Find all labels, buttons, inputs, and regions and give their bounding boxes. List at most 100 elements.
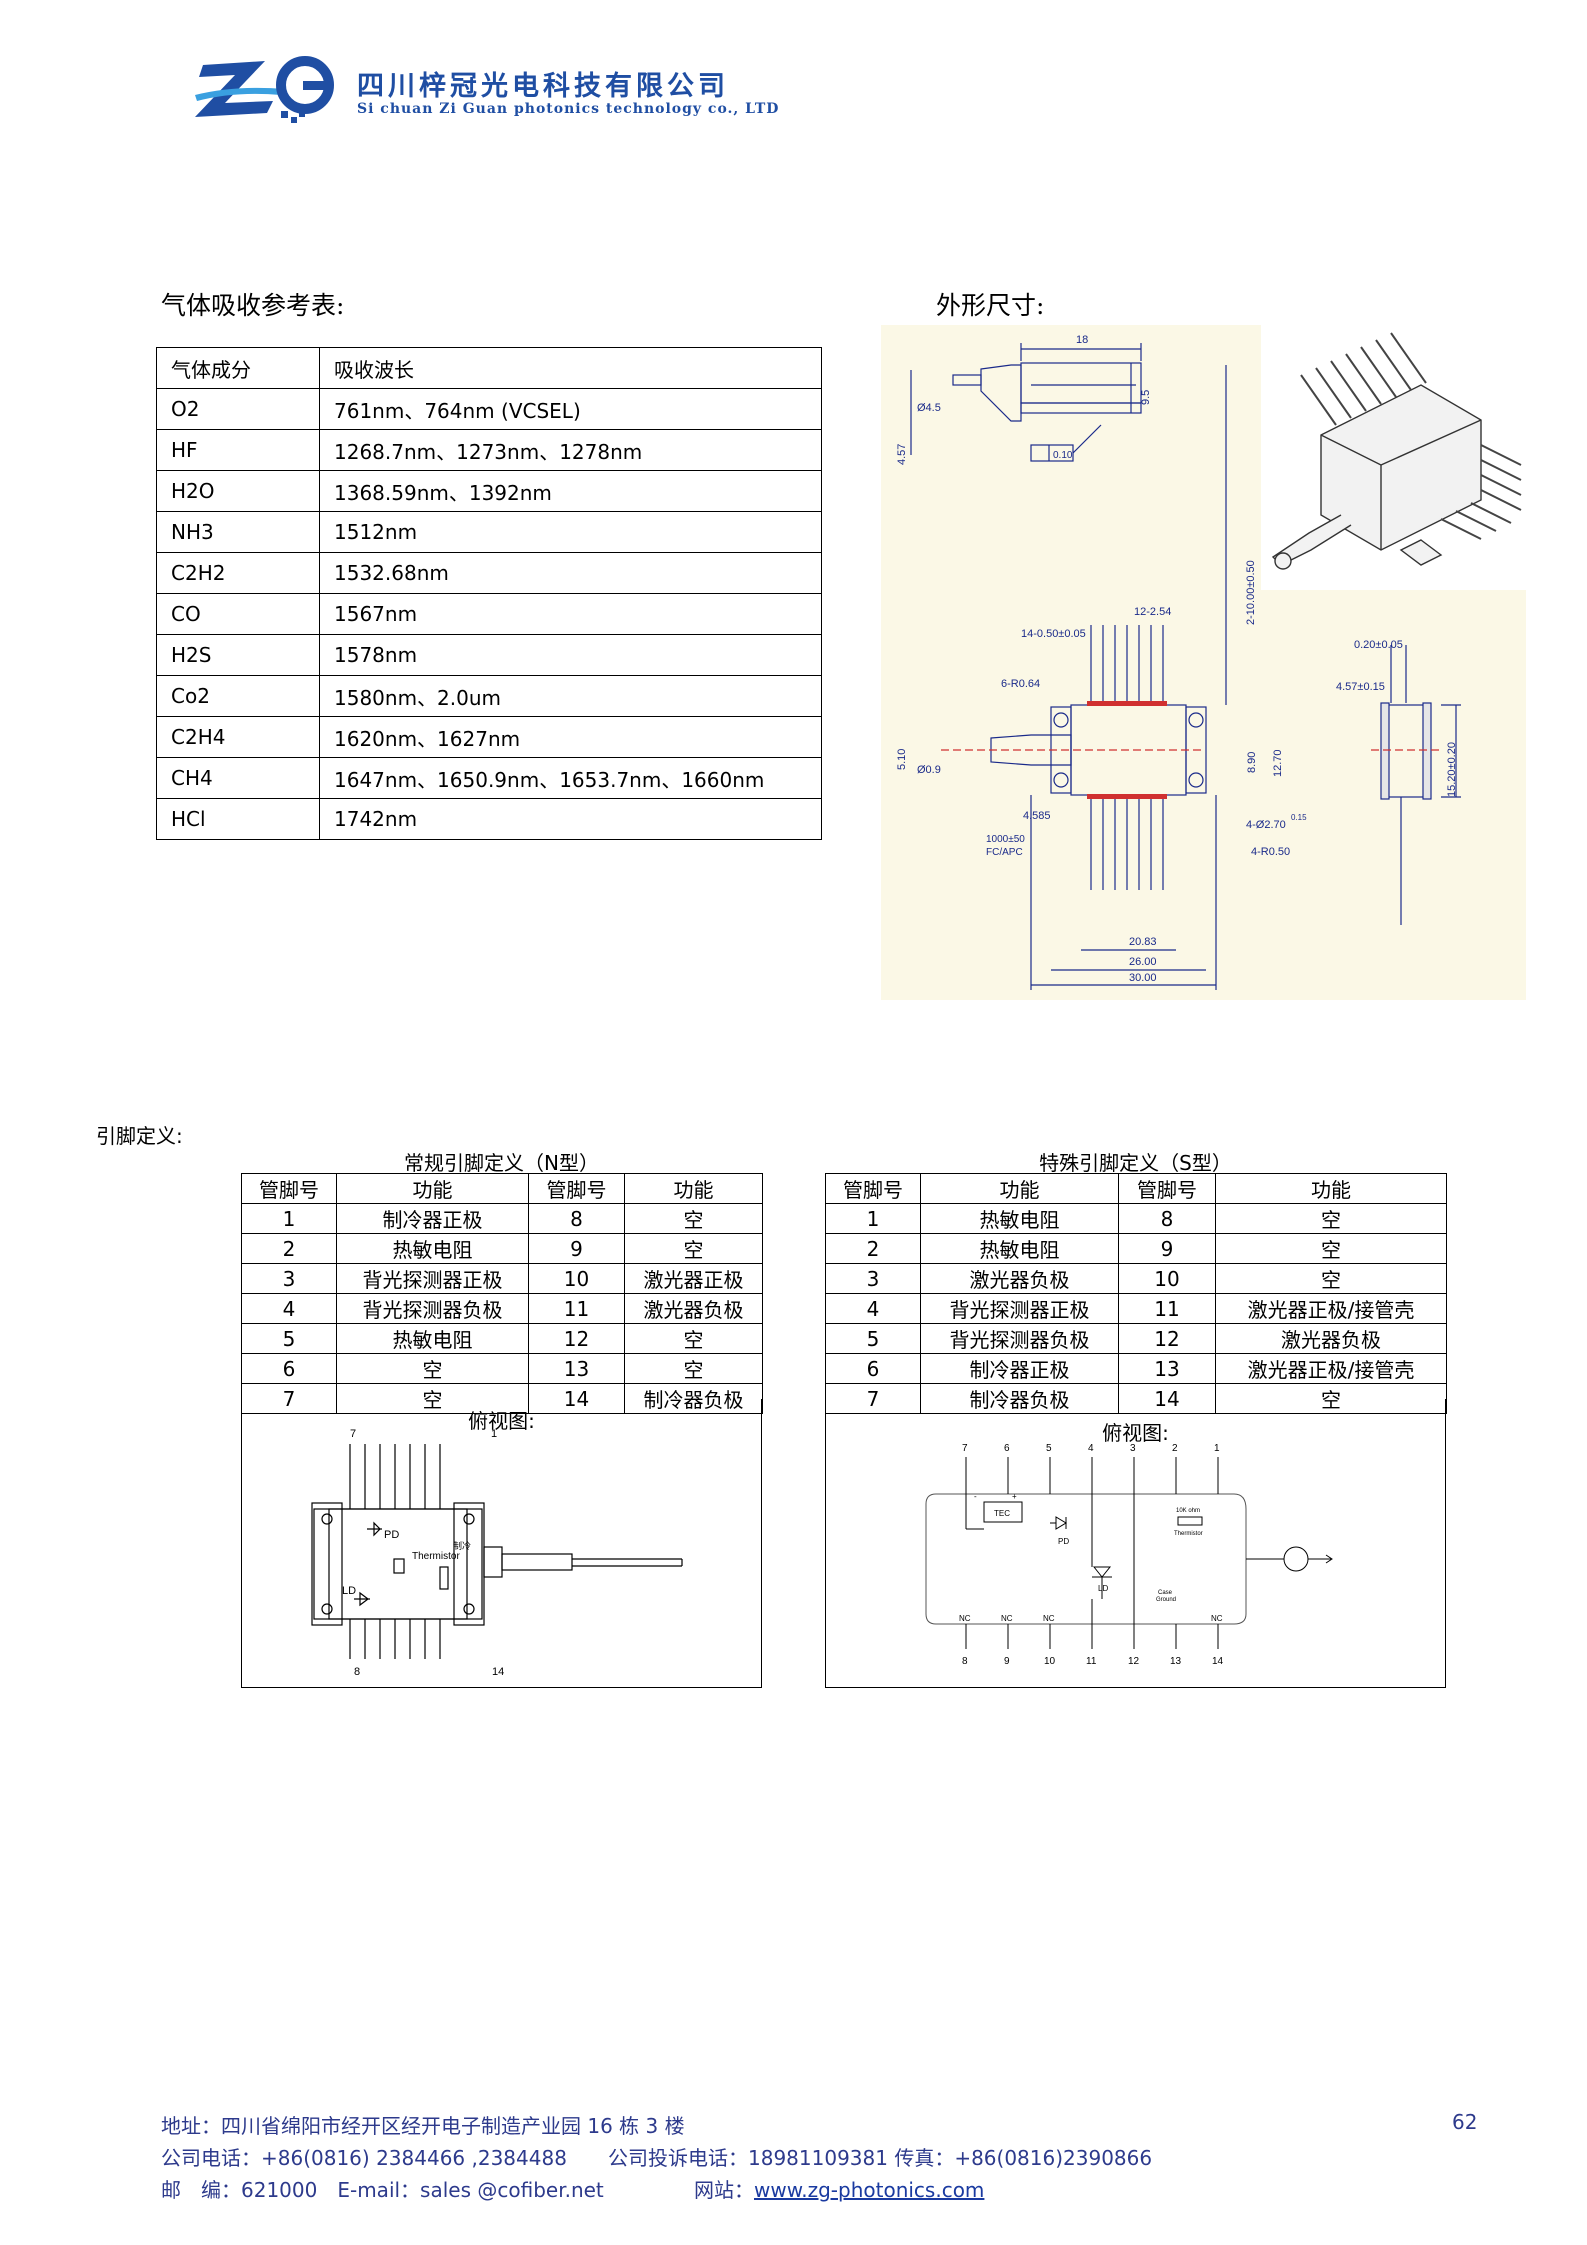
pin-label: 8 [354,1666,360,1678]
diagram-label: TEC [994,1509,1010,1518]
pin-label: 14 [492,1666,504,1678]
end-view [1371,645,1461,925]
pin-label: 14 [1212,1656,1224,1667]
pin-label: 13 [1170,1656,1182,1667]
pin-function: 热敏电阻 [336,1323,529,1354]
pin-label: 5 [1046,1443,1052,1454]
dim-label: Ø0.9 [917,764,941,776]
dim-label: 2-10.00±0.50 [1245,560,1257,625]
nc-label: NC [1001,1614,1013,1623]
pin-number: 14 [528,1383,625,1414]
top-view [941,365,1227,990]
pin-number: 5 [241,1323,337,1354]
pin-label: 10 [1044,1656,1056,1667]
package-3d-view [1261,325,1526,590]
table-header-cell: 管脚号 [528,1173,625,1204]
pin-label: 8 [962,1656,968,1667]
dim-label: 4.585 [1023,810,1051,822]
dim-label: 4.57±0.15 [1336,681,1385,693]
wavelength-cell: 1578nm [319,634,822,676]
wavelength-cell: 761nm、764nm (VCSEL) [319,388,822,430]
wavelength-cell: 1567nm [319,593,822,635]
pin-function: 激光器正极/接管壳 [1215,1293,1447,1324]
pin-function: 空 [1215,1383,1447,1414]
table-header-cell: 功能 [336,1173,529,1204]
table-row: 管脚号 功能 管脚号 功能 [241,1173,763,1204]
pin-label: 9 [1004,1656,1010,1667]
gas-cell: C2H2 [156,552,320,594]
company-name-cn: 四川梓冠光电科技有限公司 [357,71,729,102]
side-view [910,343,1142,462]
dim-label: 4-R0.50 [1251,846,1290,858]
pin-number: 9 [1118,1233,1216,1264]
pin-function: 空 [336,1383,529,1414]
wavelength-cell: 1580nm、2.0um [319,675,822,717]
pin-function: 空 [336,1353,529,1384]
diagram-label: LD [342,1585,356,1597]
pin-function: 空 [624,1323,763,1354]
gas-cell: HF [156,429,320,471]
pin-number: 2 [241,1233,337,1264]
pin-function: 背光探测器负极 [336,1293,529,1324]
dim-label: 14-0.50±0.05 [1021,628,1086,640]
pin-number: 11 [1118,1293,1216,1324]
pin-label: 2 [1172,1443,1178,1454]
dim-label: 9.5 [1140,390,1152,405]
diagram-label: Case [1158,1590,1173,1596]
dimension-title: 外形尺寸: [936,291,1045,320]
pin-number: 13 [1118,1353,1216,1384]
pin-label: 3 [1130,1443,1136,1454]
diagram-label: PD [384,1529,399,1541]
pin-function: 背光探测器负极 [920,1323,1119,1354]
dim-label: FC/APC [986,847,1023,858]
diagram-label: 10K ohm [1176,1508,1200,1514]
dim-label: 20.83 [1129,936,1157,948]
pin-number: 10 [1118,1263,1216,1294]
pin-function: 背光探测器正极 [336,1263,529,1294]
diagram-label: - [974,1492,977,1501]
pin-number: 11 [528,1293,625,1324]
pin-label: 7 [350,1428,356,1440]
pin-function: 激光器负极 [624,1293,763,1324]
dim-label: 0.10 [1053,450,1073,461]
gas-cell: C2H4 [156,716,320,758]
gas-cell: HCl [156,798,320,840]
pin-number: 4 [825,1293,921,1324]
wavelength-cell: 1268.7nm、1273nm、1278nm [319,429,822,471]
diagram-label: LD [1098,1584,1108,1593]
pin-function: 空 [1215,1263,1447,1294]
s-type-schematic: 7 6 5 4 3 2 1 8 9 10 11 12 13 14 NC NC N… [925,1443,1333,1667]
footer-website: 网站：www.zg-photonics.com [694,2174,984,2203]
n-type-top-view: 俯视图: 7 1 8 14 [241,1399,762,1688]
dim-label: 1000±50 [986,834,1025,845]
pin-function: 空 [624,1233,763,1264]
wavelength-cell: 1512nm [319,511,822,553]
pin-label: 7 [962,1443,968,1454]
dim-label: Ø4.5 [917,402,941,414]
pin-function: 空 [624,1353,763,1384]
diagram-label: Thermistor [1174,1531,1203,1537]
gas-cell: H2O [156,470,320,512]
pin-label: 1 [1214,1443,1220,1454]
website-link[interactable]: www.zg-photonics.com [754,2178,985,2202]
pin-label: 12 [1128,1656,1140,1667]
pin-number: 6 [241,1353,337,1384]
table-header-cell: 气体成分 [156,347,320,389]
table-row: 气体成分 吸收波长 [156,347,822,389]
